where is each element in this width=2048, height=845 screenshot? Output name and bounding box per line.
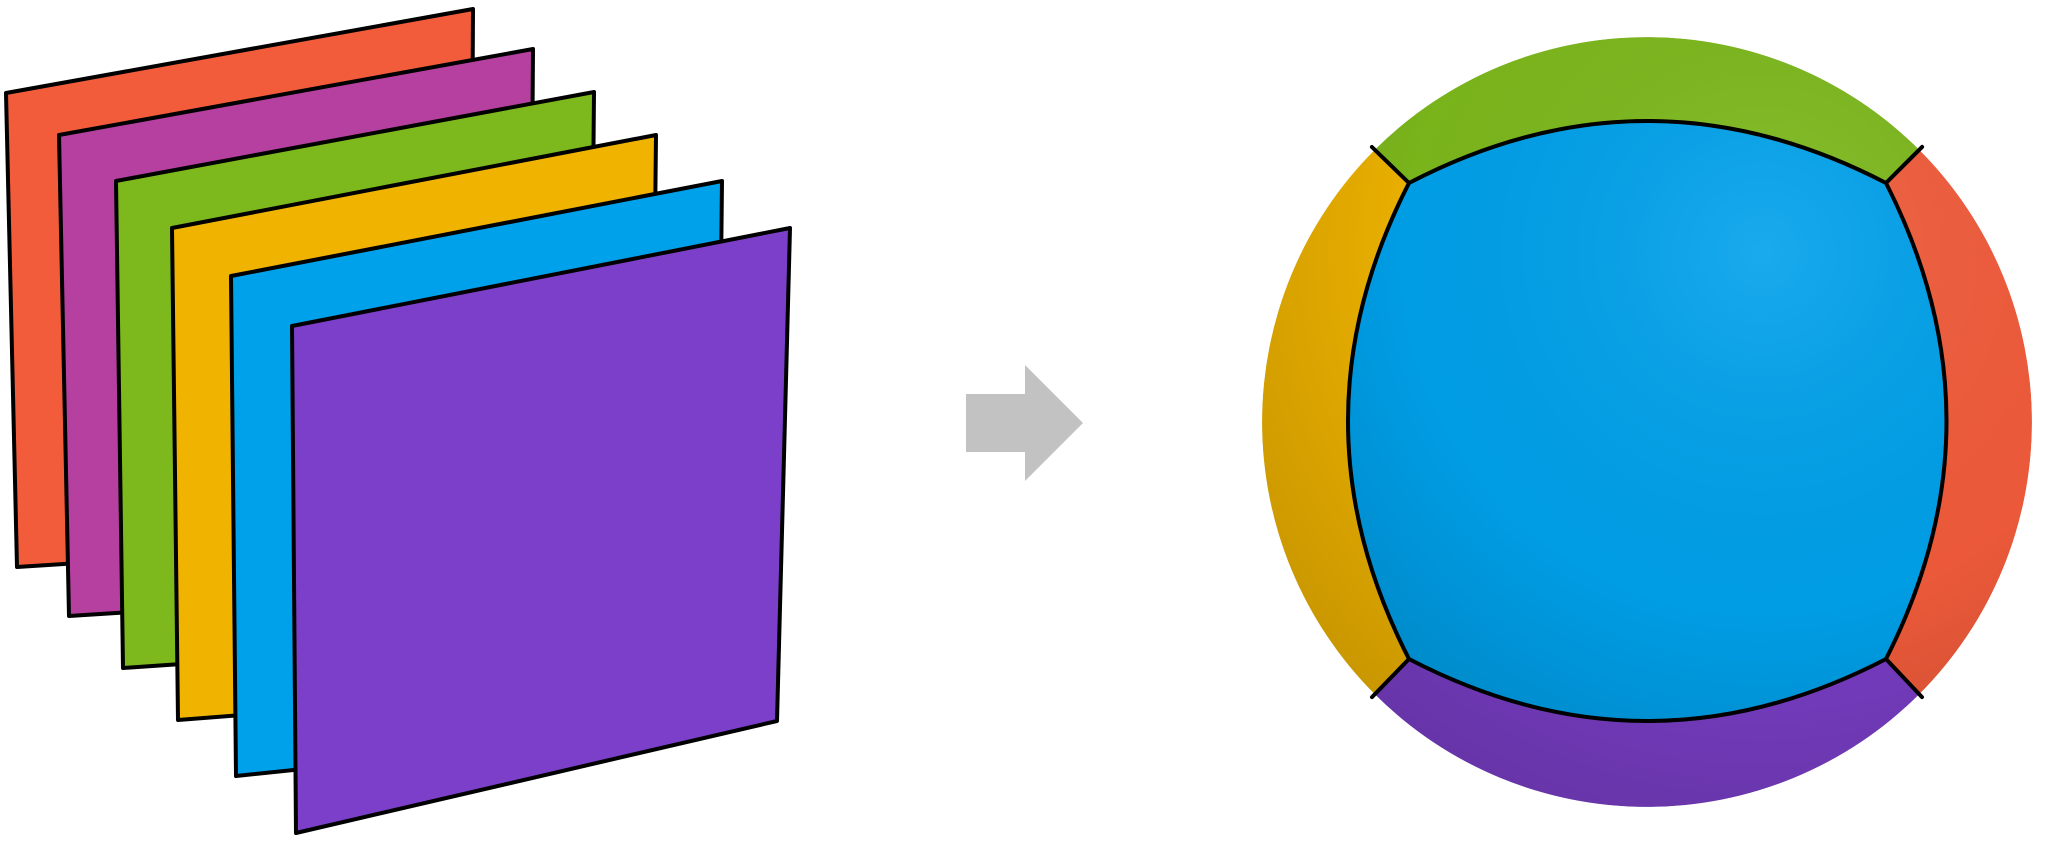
purple-panel [290, 226, 792, 835]
sphere-shading [1262, 37, 2032, 807]
seam-bottom-left [1370, 657, 1411, 700]
seam-bottom-right [1884, 657, 1924, 700]
seam-top-right [1884, 144, 1925, 185]
cubed-sphere [1262, 37, 2032, 807]
arrow-shape [966, 365, 1083, 481]
arrow-right-icon [966, 365, 1083, 481]
seam-top-left [1369, 145, 1411, 185]
panel-stack [4, 7, 792, 835]
